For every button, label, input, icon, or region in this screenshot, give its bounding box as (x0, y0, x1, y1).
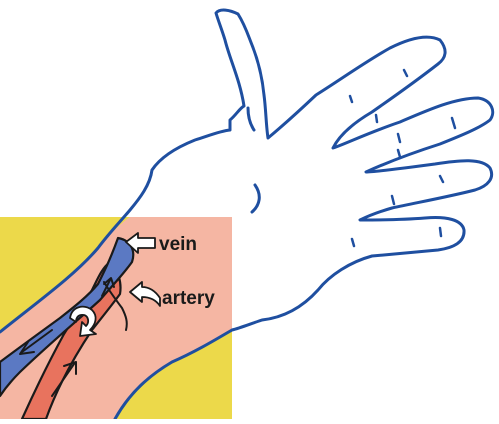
artery-label: artery (162, 288, 215, 309)
vein-label: vein (159, 234, 197, 255)
thumb-crease (248, 108, 254, 130)
palm-crease (252, 185, 259, 212)
